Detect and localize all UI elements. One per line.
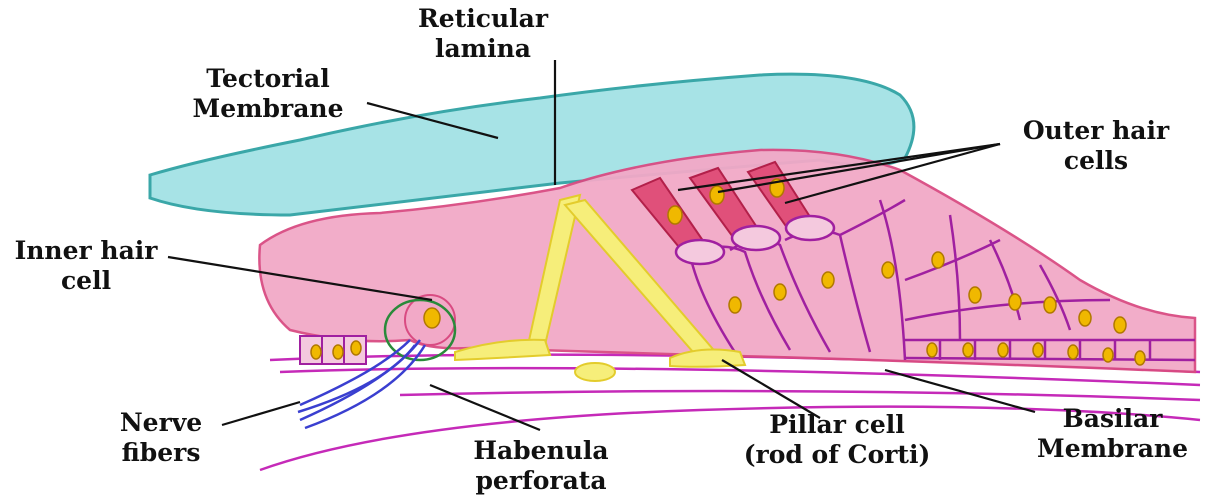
label-reticular-lamina-line-2: lamina xyxy=(408,34,558,64)
leader-nerve-fibers xyxy=(222,402,300,425)
label-inner-hair-cell-line-2: cell xyxy=(6,266,166,296)
label-nerve-fibers-line-1: Nerve xyxy=(96,408,226,438)
label-outer-hair-cells-line-2: cells xyxy=(996,146,1196,176)
label-pillar-cell-line-2: (rod of Corti) xyxy=(722,440,952,470)
label-reticular-lamina: Reticular lamina xyxy=(408,4,558,64)
label-habenula-perforata-line-2: perforata xyxy=(456,466,626,496)
label-habenula-perforata-line-1: Habenula xyxy=(456,436,626,466)
label-outer-hair-cells-line-1: Outer hair xyxy=(996,116,1196,146)
label-nerve-fibers: Nerve fibers xyxy=(96,408,226,468)
label-pillar-cell: Pillar cell (rod of Corti) xyxy=(722,410,952,470)
label-habenula-perforata: Habenula perforata xyxy=(456,436,626,496)
label-inner-hair-cell-line-1: Inner hair xyxy=(6,236,166,266)
label-nerve-fibers-line-2: fibers xyxy=(96,438,226,468)
label-tectorial-membrane-line-2: Membrane xyxy=(168,94,368,124)
label-reticular-lamina-line-1: Reticular xyxy=(408,4,558,34)
label-basilar-membrane-line-1: Basilar xyxy=(1020,404,1205,434)
label-inner-hair-cell: Inner hair cell xyxy=(6,236,166,296)
label-basilar-membrane-line-2: Membrane xyxy=(1020,434,1205,464)
label-tectorial-membrane-line-1: Tectorial xyxy=(168,64,368,94)
label-basilar-membrane: Basilar Membrane xyxy=(1020,404,1205,464)
label-pillar-cell-line-1: Pillar cell xyxy=(722,410,952,440)
label-tectorial-membrane: Tectorial Membrane xyxy=(168,64,368,124)
label-outer-hair-cells: Outer hair cells xyxy=(996,116,1196,176)
